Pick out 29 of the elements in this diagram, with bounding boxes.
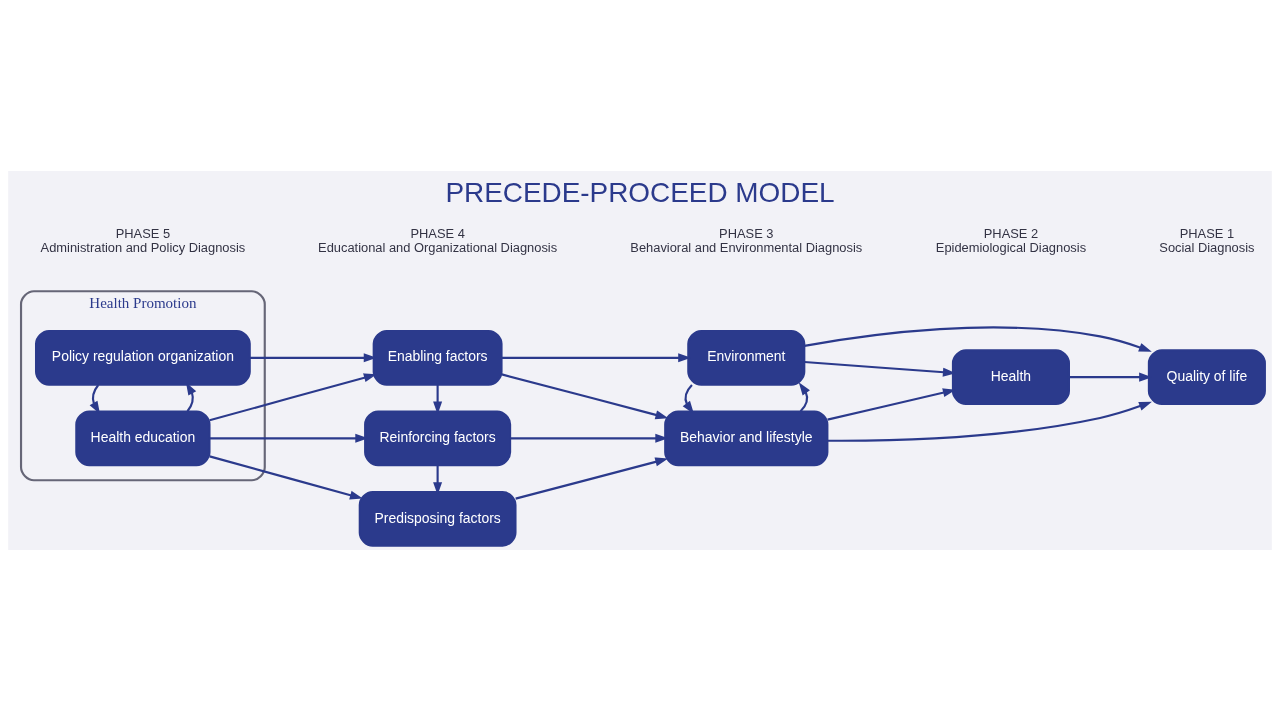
arrow [209,454,363,499]
node-box: Environment [687,329,806,386]
arrow [798,381,810,412]
label: Behavioral and Environmental Diagnosis [630,239,863,255]
arrow [501,372,669,419]
node-box: Reinforcing factors [364,409,512,466]
label: PHASE 3 [719,225,774,241]
node-box: Health education [75,409,211,466]
arrow [89,383,100,414]
arrow [682,383,694,414]
node-box: Policy regulation organization [35,329,251,386]
diagram-title: PRECEDE-PROCEED MODEL [445,176,835,208]
label: Epidemiological Diagnosis [935,239,1087,255]
label: Social Diagnosis [1159,239,1255,255]
label: PHASE 1 [1179,225,1235,241]
node-box: Health [951,348,1070,405]
node-box: Enabling factors [372,329,503,386]
label: PHASE 5 [115,225,171,241]
arrow [209,372,377,421]
label: Administration and Policy Diagnosis [40,239,246,255]
label: Educational and Organizational Diagnosis [318,239,558,255]
label: PHASE 2 [983,225,1039,241]
arrow [804,325,1152,352]
arrow [515,457,669,500]
arrow [827,401,1152,442]
node-box: Quality of life [1147,348,1266,405]
node-box: Behavior and lifestyle [664,409,829,466]
label: PHASE 4 [410,225,465,241]
node-box: Predisposing factors [358,490,517,547]
